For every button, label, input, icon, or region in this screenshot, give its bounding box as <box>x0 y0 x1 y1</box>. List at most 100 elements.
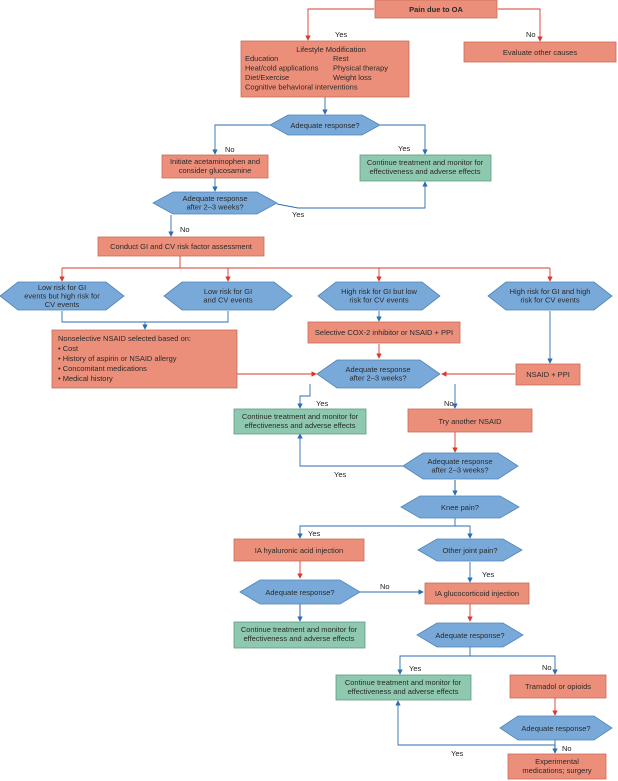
node-ia-gluco: IA glucocorticoid injection <box>424 582 530 605</box>
node-adequate-7: Adequate response? <box>499 715 613 741</box>
gi-cv-text: Conduct GI and CV risk factor assessment <box>110 242 253 251</box>
text-line: Education <box>245 54 278 63</box>
text-line: Continue treatment and monitor for <box>241 625 358 634</box>
node-adequate-5: Adequate response? <box>239 579 361 605</box>
edge-a4-cont <box>297 433 403 467</box>
label-a6-yes: Yes <box>409 664 421 673</box>
node-nsaid-ppi: NSAID + PPI <box>515 363 581 386</box>
other-joint-text: Other joint pain? <box>442 546 497 555</box>
ia-hyaluronic-text: IA hyaluronic acid injection <box>255 546 343 555</box>
edge-a7-cont <box>395 700 556 746</box>
text-line: risk for CV events <box>520 296 579 305</box>
text-line: Other joint pain? <box>442 546 497 555</box>
node-another-nsaid: Try another NSAID <box>407 408 533 433</box>
pain-text: Pain due to OA <box>409 5 463 14</box>
connectors <box>59 8 558 754</box>
label-a7-no: No <box>562 744 572 753</box>
text-line: Experimental <box>535 757 579 766</box>
adequate-1-text: Adequate response? <box>290 121 359 130</box>
label-a3-no: No <box>444 399 454 408</box>
text-line: High risk for GI but low <box>341 287 417 296</box>
node-adequate-1: Adequate response? <box>269 114 381 136</box>
tramadol-text: Tramadol or opioids <box>525 682 591 691</box>
label-a1-no: No <box>225 145 235 154</box>
text-line: Physical therapy <box>333 64 388 73</box>
node-other-joint: Other joint pain? <box>417 538 523 562</box>
text-line: effectiveness and adverse effects <box>243 634 354 643</box>
adequate-6-text: Adequate response? <box>435 631 504 640</box>
edge-a3-cont <box>297 384 311 409</box>
text-line: Low risk for GI <box>38 283 86 292</box>
text-line: Continue treatment and monitor for <box>367 158 484 167</box>
edge-knee-oj <box>455 525 473 539</box>
text-line: High risk for GI and high <box>510 287 591 296</box>
node-gi-cv: Conduct GI and CV risk factor assessment <box>97 236 265 257</box>
label-a2-no: No <box>180 225 190 234</box>
lifestyle-title: Lifestyle Modification <box>296 45 366 54</box>
edge-a2-cont <box>276 181 428 209</box>
text-line: Adequate response? <box>521 724 590 733</box>
text-line: Tramadol or opioids <box>525 682 591 691</box>
text-line: Pain due to OA <box>409 5 463 14</box>
edge-pain-other <box>498 8 543 42</box>
text-line: Rest <box>333 54 349 63</box>
label-a5-no: No <box>380 582 390 591</box>
text-line: IA hyaluronic acid injection <box>255 546 343 555</box>
text-line: • Medical history <box>58 374 113 383</box>
label-knee-yes: Yes <box>308 529 320 538</box>
ia-gluco-text: IA glucocorticoid injection <box>435 589 519 598</box>
nsaid-ppi-text: NSAID + PPI <box>526 370 570 379</box>
knee-text: Knee pain? <box>441 503 479 512</box>
text-line: Adequate response <box>427 457 492 466</box>
label-a2-yes: Yes <box>292 210 304 219</box>
node-nonselective: Nonselective NSAID selected based on:• C… <box>51 329 238 389</box>
text-line: Adequate response? <box>435 631 504 640</box>
label-pain-yes: Yes <box>335 30 347 39</box>
edge-b1-nonsel <box>61 311 229 323</box>
node-knee: Knee pain? <box>400 495 520 519</box>
text-line: Selective COX-2 inhibitor or NSAID + PPI <box>315 328 453 337</box>
text-line: Continue treatment and monitor for <box>242 412 359 421</box>
cox2-text: Selective COX-2 inhibitor or NSAID + PPI <box>315 328 453 337</box>
text-line: after 2–3 weeks? <box>186 203 243 212</box>
text-line: Diet/Exercise <box>245 73 289 82</box>
text-line: Adequate response <box>345 365 410 374</box>
edge-a6-tram <box>470 655 558 675</box>
text-line: after 2–3 weeks? <box>349 374 406 383</box>
label-pain-no: No <box>526 30 536 39</box>
text-line: Adequate response? <box>290 121 359 130</box>
text-line: Adequate response <box>182 194 247 203</box>
text-line: after 2–3 weeks? <box>431 466 488 475</box>
node-pain: Pain due to OA <box>374 0 498 19</box>
text-line: Knee pain? <box>441 503 479 512</box>
label-a1-yes: Yes <box>398 144 410 153</box>
edge-labels: Yes No No Yes Yes No Yes No Yes Yes Yes … <box>180 30 572 758</box>
edge-a1-acet <box>212 124 270 155</box>
text-line: Low risk for GI <box>204 287 252 296</box>
edge-pain-lifestyle <box>305 8 374 41</box>
text-line: risk for CV events <box>349 296 408 305</box>
text-line: Try another NSAID <box>438 417 502 426</box>
text-line: Nonselective NSAID selected based on: <box>58 334 191 343</box>
label-a6-no: No <box>542 663 552 672</box>
text-line: Cognitive behavioral interventions <box>245 83 358 92</box>
nonselective-text: Nonselective NSAID selected based on:• C… <box>58 334 191 383</box>
label-oj-yes: Yes <box>482 570 494 579</box>
